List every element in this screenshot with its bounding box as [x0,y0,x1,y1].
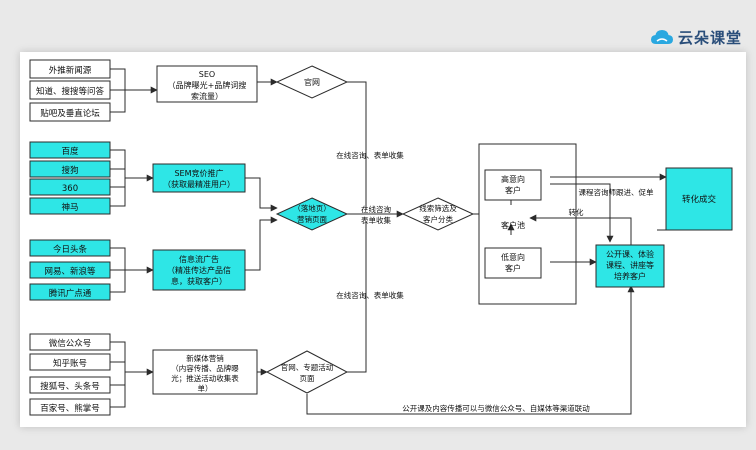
svg-text:客户分类: 客户分类 [423,214,453,224]
svg-text:（精准传达产品信: （精准传达产品信 [167,265,231,275]
svg-text:线索筛选及: 线索筛选及 [419,203,457,213]
svg-text:（内容传播、品牌曝: （内容传播、品牌曝 [171,363,239,373]
svg-text:SEO: SEO [199,70,215,79]
svg-text:今日头条: 今日头条 [53,244,88,255]
svg-text:腾讯广点通: 腾讯广点通 [49,288,92,299]
cloud-icon [650,30,673,44]
label-online-mid-1: 在线咨询 [361,204,391,214]
node-topic: 官网、专题活动 页面 [265,350,349,394]
svg-text:百家号、熊掌号: 百家号、熊掌号 [40,403,100,414]
svg-text:（获取最精准用户）: （获取最精准用户） [163,179,235,189]
svg-text:知乎账号: 知乎账号 [53,358,87,369]
svg-text:高意向: 高意向 [501,174,525,184]
node-src-tieba: 贴吧及垂直论坛 [29,102,111,122]
node-zhihu: 知乎账号 [29,353,111,371]
label-online-bottom: 在线咨询、表单收集 [336,290,404,300]
svg-text:神马: 神马 [61,202,78,213]
node-tengxun: 腾讯广点通 [29,283,111,301]
svg-text:知道、搜搜等问答: 知道、搜搜等问答 [36,86,105,97]
label-bottom-route: 公开课及内容传播可以与微信公众号、自媒体等渠道联动 [402,403,590,413]
svg-text:页面: 页面 [300,374,315,383]
svg-text:搜狗: 搜狗 [61,165,78,176]
svg-text:外推新闻源: 外推新闻源 [49,65,92,76]
node-openclass: 公开课、体验 课程、讲座等 培养客户 [595,244,665,288]
svg-text:SEM竞价推广: SEM竞价推广 [174,168,223,178]
svg-text:单）: 单） [198,383,213,393]
label-zhuanhua: 转化 [569,207,584,217]
svg-text:培养客户: 培养客户 [614,271,646,281]
marketing-flow-diagram: 外推新闻源 知道、搜搜等问答 贴吧及垂直论坛 SEO （品牌曝光+品牌词搜 索流… [29,59,733,416]
svg-text:公开课、体验: 公开课、体验 [606,249,654,259]
label-followup: 课程咨询师跟进、促单 [579,187,654,197]
svg-text:网易、新浪等: 网易、新浪等 [44,266,96,277]
node-360: 360 [29,178,111,196]
node-baidu: 百度 [29,141,111,159]
svg-text:息，获取客户）: 息，获取客户） [171,276,227,286]
svg-text:低意向: 低意向 [501,252,525,262]
node-feed: 信息流广告 （精准传达产品信 息，获取客户） [152,249,246,291]
node-guanwang: 官网 [275,65,349,99]
node-seo: SEO （品牌曝光+品牌词搜 索流量） [156,65,258,103]
node-high-intent: 高意向 客户 [484,169,542,201]
svg-text:索流量）: 索流量） [191,91,223,101]
label-online-top: 在线咨询、表单收集 [336,150,404,160]
node-src-zhidao: 知道、搜搜等问答 [29,80,111,100]
node-newmedia: 新媒体营销 （内容传播、品牌曝 光；推送活动收集表 单） [152,349,258,395]
svg-text:官网、专题活动: 官网、专题活动 [281,362,334,372]
node-sem: SEM竞价推广 （获取最精准用户） [152,163,246,193]
svg-text:微信公众号: 微信公众号 [49,338,92,349]
node-sougou: 搜狗 [29,160,111,178]
svg-text:搜狐号、头条号: 搜狐号、头条号 [40,381,100,392]
label-online-mid-2: 表单收集 [361,215,391,225]
node-shenma: 神马 [29,197,111,215]
svg-text:官网: 官网 [304,77,320,87]
svg-text:课程、讲座等: 课程、讲座等 [606,260,654,270]
node-landing: （落地页） 营销页面 [275,197,349,231]
node-wangyi: 网易、新浪等 [29,261,111,279]
svg-text:（品牌曝光+品牌词搜: （品牌曝光+品牌词搜 [168,80,247,90]
svg-text:客户: 客户 [505,185,521,195]
svg-text:360: 360 [62,184,78,194]
logo-text: 云朵课堂 [677,28,742,47]
node-baijia: 百家号、熊掌号 [29,398,111,416]
svg-text:光；推送活动收集表: 光；推送活动收集表 [171,373,239,383]
svg-text:信息流广告: 信息流广告 [179,254,219,264]
customer-pool-container [478,143,577,305]
svg-text:营销页面: 营销页面 [297,214,327,224]
svg-text:客户: 客户 [505,263,521,273]
node-src-waitui: 外推新闻源 [29,59,111,79]
node-convert: 转化成交 [665,167,733,231]
svg-text:百度: 百度 [61,146,79,157]
node-weixin: 微信公众号 [29,333,111,351]
node-screen: 线索筛选及 客户分类 [401,197,475,231]
pool-label: 客户池 [501,220,525,230]
svg-text:贴吧及垂直论坛: 贴吧及垂直论坛 [40,108,100,119]
diagram-card: 外推新闻源 知道、搜搜等问答 贴吧及垂直论坛 SEO （品牌曝光+品牌词搜 索流… [20,52,746,427]
svg-text:新媒体营销: 新媒体营销 [186,353,224,363]
node-low-intent: 低意向 客户 [484,247,542,279]
svg-text:转化成交: 转化成交 [682,194,717,205]
brand-logo: 云朵课堂 [650,24,742,50]
node-souhu: 搜狐号、头条号 [29,376,111,394]
node-toutiao: 今日头条 [29,239,111,257]
svg-text:（落地页）: （落地页） [293,203,331,213]
